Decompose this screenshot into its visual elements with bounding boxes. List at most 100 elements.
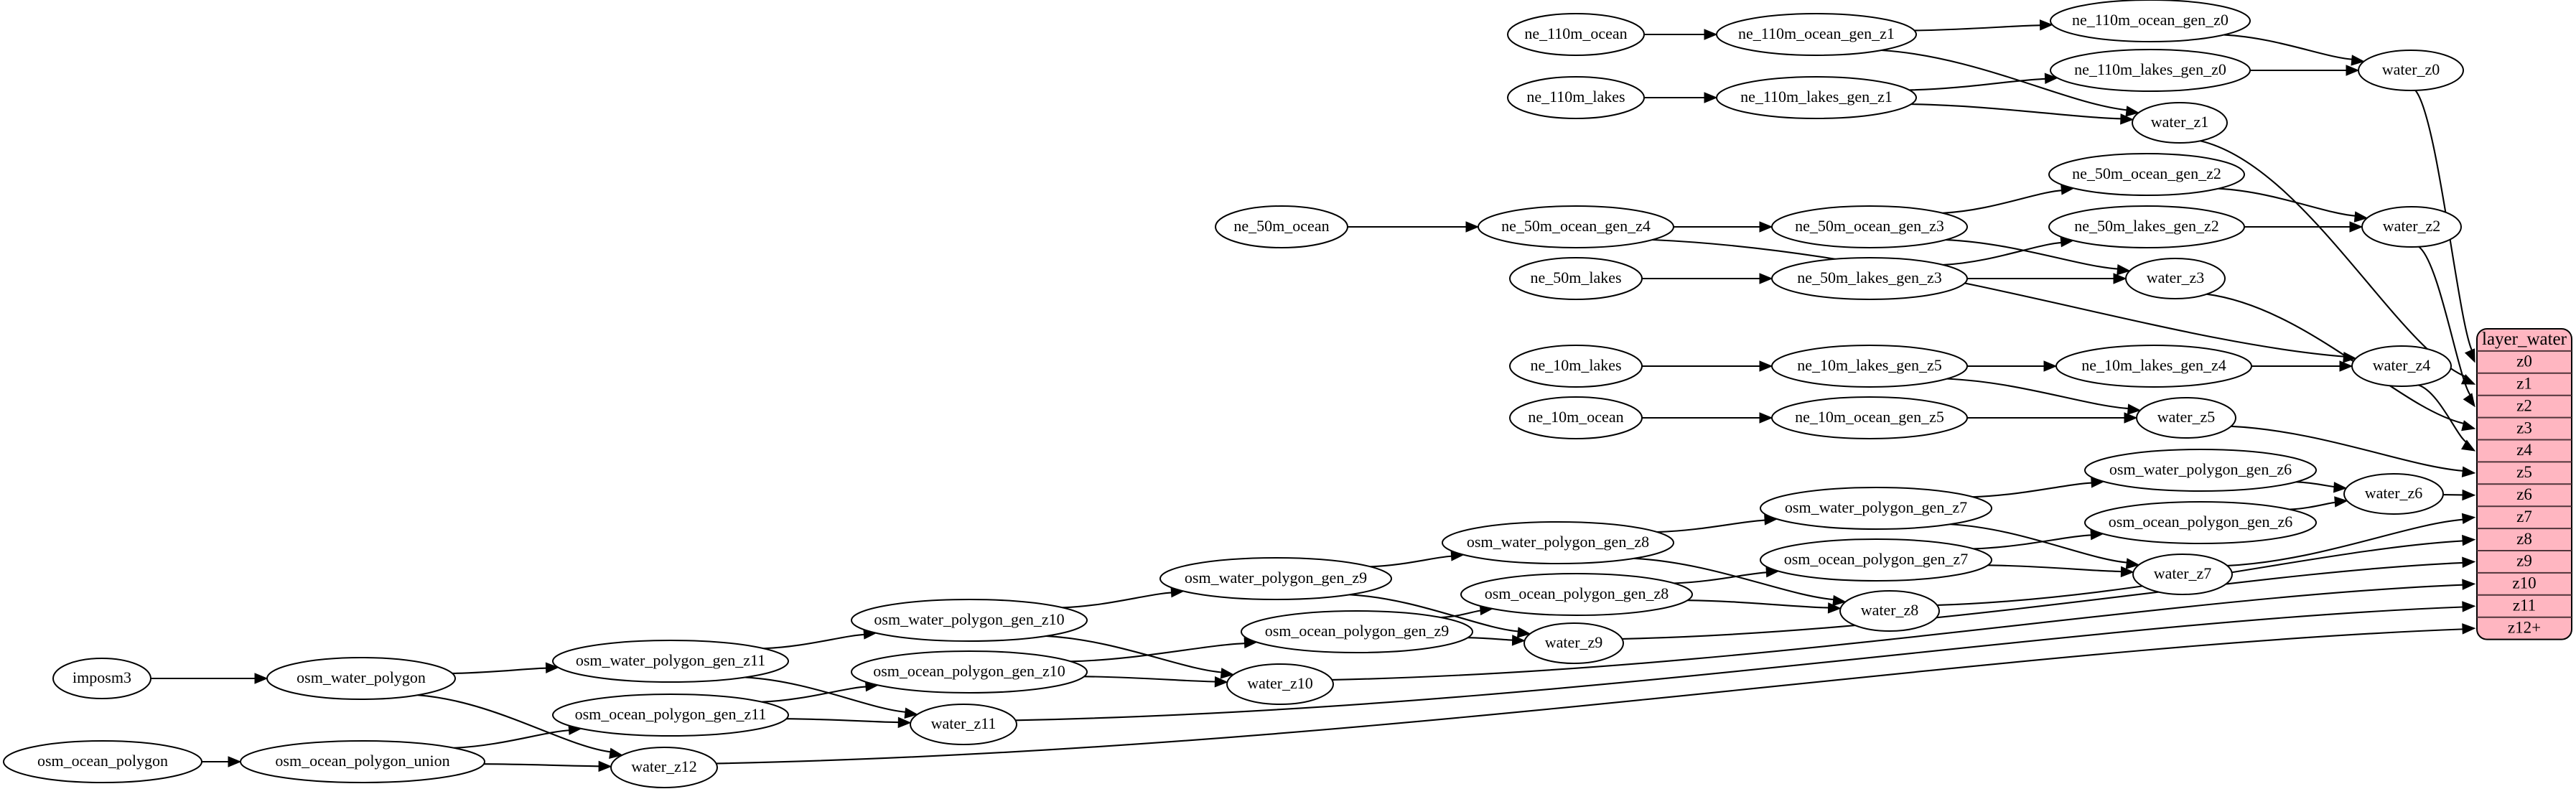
- table-row-z9[interactable]: z9: [2516, 552, 2532, 570]
- graph-node-water_z5[interactable]: water_z5: [2136, 397, 2236, 439]
- graph-node-osm_ocean_polygon_gen_z9[interactable]: osm_ocean_polygon_gen_z9: [1241, 610, 1473, 653]
- graph-node-ne_50m_ocean_gen_z2[interactable]: ne_50m_ocean_gen_z2: [2048, 153, 2245, 196]
- node-shape[interactable]: [552, 694, 789, 737]
- node-shape[interactable]: [2048, 205, 2245, 248]
- graph-node-osm_ocean_polygon_gen_z10[interactable]: osm_ocean_polygon_gen_z10: [851, 650, 1088, 694]
- node-shape[interactable]: [1839, 590, 1940, 632]
- layer-water-table[interactable]: layer_waterz0z1z2z3z4z5z6z7z8z9z10z11z12…: [2476, 328, 2572, 640]
- graph-node-osm_water_polygon_gen_z9[interactable]: osm_water_polygon_gen_z9: [1159, 557, 1392, 600]
- graph-node-water_z7[interactable]: water_z7: [2132, 554, 2233, 595]
- table-row-z2[interactable]: z2: [2516, 396, 2532, 414]
- graph-node-ne_10m_ocean[interactable]: ne_10m_ocean: [1509, 396, 1643, 439]
- graph-node-osm_water_polygon_gen_z11[interactable]: osm_water_polygon_gen_z11: [552, 640, 789, 683]
- graph-node-ne_110m_ocean[interactable]: ne_110m_ocean: [1507, 13, 1645, 56]
- node-shape[interactable]: [552, 640, 789, 683]
- node-shape[interactable]: [2361, 206, 2462, 248]
- graph-node-osm_water_polygon[interactable]: osm_water_polygon: [266, 657, 456, 700]
- node-shape[interactable]: [1523, 622, 1624, 664]
- graph-node-osm_ocean_polygon_gen_z6[interactable]: osm_ocean_polygon_gen_z6: [2084, 501, 2317, 544]
- node-shape[interactable]: [1509, 257, 1643, 300]
- graph-node-ne_10m_lakes_gen_z4[interactable]: ne_10m_lakes_gen_z4: [2055, 345, 2252, 388]
- table-row-z11[interactable]: z11: [2513, 597, 2536, 615]
- graph-node-osm_water_polygon_gen_z6[interactable]: osm_water_polygon_gen_z6: [2084, 449, 2317, 492]
- node-shape[interactable]: [1771, 257, 1968, 300]
- table-row-z5[interactable]: z5: [2516, 463, 2532, 481]
- graph-node-ne_10m_lakes[interactable]: ne_10m_lakes: [1509, 345, 1643, 388]
- graph-node-water_z10[interactable]: water_z10: [1226, 663, 1334, 705]
- graph-node-ne_110m_ocean_gen_z0[interactable]: ne_110m_ocean_gen_z0: [2050, 0, 2251, 42]
- node-shape[interactable]: [2358, 50, 2464, 91]
- graph-node-water_z3[interactable]: water_z3: [2125, 258, 2226, 299]
- node-shape[interactable]: [1241, 610, 1473, 653]
- node-shape[interactable]: [1716, 13, 1917, 56]
- graph-node-ne_110m_lakes_gen_z0[interactable]: ne_110m_lakes_gen_z0: [2050, 49, 2251, 92]
- node-shape[interactable]: [2048, 153, 2245, 196]
- node-shape[interactable]: [910, 704, 1017, 745]
- node-shape[interactable]: [2084, 501, 2317, 544]
- node-shape[interactable]: [1460, 573, 1693, 616]
- graph-node-ne_50m_ocean_gen_z4[interactable]: ne_50m_ocean_gen_z4: [1478, 205, 1674, 248]
- graph-node-ne_50m_lakes[interactable]: ne_50m_lakes: [1509, 257, 1643, 300]
- node-shape[interactable]: [1507, 13, 1645, 56]
- node-shape[interactable]: [52, 658, 151, 699]
- node-shape[interactable]: [2351, 345, 2452, 387]
- graph-node-ne_110m_ocean_gen_z1[interactable]: ne_110m_ocean_gen_z1: [1716, 13, 1917, 56]
- graph-node-water_z1[interactable]: water_z1: [2132, 102, 2228, 144]
- graph-node-ne_10m_ocean_gen_z5[interactable]: ne_10m_ocean_gen_z5: [1771, 396, 1968, 439]
- table-row-z3[interactable]: z3: [2516, 419, 2532, 436]
- node-shape[interactable]: [2050, 49, 2251, 92]
- node-shape[interactable]: [1771, 396, 1968, 439]
- graph-node-water_z0[interactable]: water_z0: [2358, 50, 2464, 91]
- graph-node-ne_50m_ocean[interactable]: ne_50m_ocean: [1215, 205, 1348, 248]
- node-shape[interactable]: [2055, 345, 2252, 388]
- graph-node-ne_110m_lakes[interactable]: ne_110m_lakes: [1507, 76, 1645, 119]
- node-shape[interactable]: [1226, 663, 1334, 705]
- node-shape[interactable]: [240, 740, 485, 783]
- node-shape[interactable]: [851, 599, 1088, 642]
- graph-node-osm_ocean_polygon[interactable]: osm_ocean_polygon: [3, 740, 202, 783]
- node-shape[interactable]: [2132, 554, 2233, 595]
- node-shape[interactable]: [1159, 557, 1392, 600]
- graph-node-water_z2[interactable]: water_z2: [2361, 206, 2462, 248]
- graph-node-osm_ocean_polygon_gen_z11[interactable]: osm_ocean_polygon_gen_z11: [552, 694, 789, 737]
- node-shape[interactable]: [2084, 449, 2317, 492]
- node-shape[interactable]: [1716, 76, 1917, 119]
- node-shape[interactable]: [2132, 102, 2228, 144]
- node-shape[interactable]: [1215, 205, 1348, 248]
- node-shape[interactable]: [266, 657, 456, 700]
- table-row-z12+[interactable]: z12+: [2508, 618, 2541, 636]
- graph-node-water_z8[interactable]: water_z8: [1839, 590, 1940, 632]
- table-row-z0[interactable]: z0: [2516, 353, 2532, 370]
- graph-node-water_z6[interactable]: water_z6: [2343, 473, 2444, 515]
- table-row-z7[interactable]: z7: [2516, 508, 2532, 526]
- node-shape[interactable]: [1509, 396, 1643, 439]
- table-row-z10[interactable]: z10: [2512, 574, 2536, 592]
- graph-node-osm_water_polygon_gen_z10[interactable]: osm_water_polygon_gen_z10: [851, 599, 1088, 642]
- node-shape[interactable]: [2125, 258, 2226, 299]
- node-shape[interactable]: [851, 650, 1088, 694]
- graph-node-water_z11[interactable]: water_z11: [910, 704, 1017, 745]
- table-row-z4[interactable]: z4: [2516, 441, 2532, 459]
- table-row-z1[interactable]: z1: [2516, 375, 2532, 393]
- graph-node-ne_50m_ocean_gen_z3[interactable]: ne_50m_ocean_gen_z3: [1771, 205, 1968, 248]
- node-shape[interactable]: [1760, 487, 1992, 530]
- graph-node-osm_ocean_polygon_union[interactable]: osm_ocean_polygon_union: [240, 740, 485, 783]
- table-row-z8[interactable]: z8: [2516, 530, 2532, 548]
- graph-node-osm_ocean_polygon_gen_z7[interactable]: osm_ocean_polygon_gen_z7: [1760, 538, 1992, 582]
- node-shape[interactable]: [1507, 76, 1645, 119]
- node-shape[interactable]: [1760, 538, 1992, 582]
- graph-node-osm_ocean_polygon_gen_z8[interactable]: osm_ocean_polygon_gen_z8: [1460, 573, 1693, 616]
- node-shape[interactable]: [1478, 205, 1674, 248]
- node-shape[interactable]: [2136, 397, 2236, 439]
- graph-node-osm_water_polygon_gen_z7[interactable]: osm_water_polygon_gen_z7: [1760, 487, 1992, 530]
- graph-node-osm_water_polygon_gen_z8[interactable]: osm_water_polygon_gen_z8: [1442, 521, 1674, 564]
- graph-node-ne_50m_lakes_gen_z3[interactable]: ne_50m_lakes_gen_z3: [1771, 257, 1968, 300]
- node-shape[interactable]: [610, 747, 718, 788]
- graph-node-water_z4[interactable]: water_z4: [2351, 345, 2452, 387]
- node-shape[interactable]: [2050, 0, 2251, 42]
- node-shape[interactable]: [1442, 521, 1674, 564]
- graph-node-water_z12[interactable]: water_z12: [610, 747, 718, 788]
- node-shape[interactable]: [1771, 345, 1968, 388]
- table-row-z6[interactable]: z6: [2516, 485, 2532, 503]
- node-shape[interactable]: [3, 740, 202, 783]
